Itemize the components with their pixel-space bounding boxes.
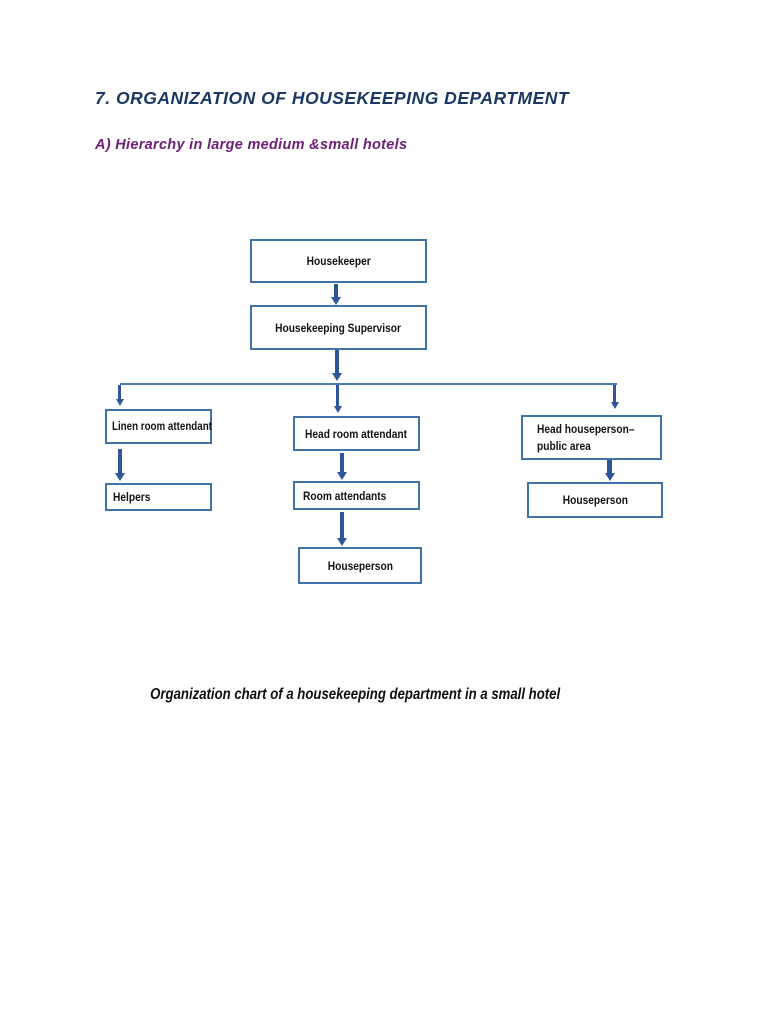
node-houseperson-center: Houseperson — [298, 547, 422, 584]
node-head-room-attendant-label: Head room attendant — [305, 426, 408, 441]
connector-branch-to-head-houseperson — [613, 385, 616, 402]
node-houseperson-right-label: Houseperson — [562, 493, 628, 507]
node-housekeeping-supervisor: Housekeeping Supervisor — [250, 305, 427, 350]
connector-supervisor-to-branch-line — [335, 350, 339, 373]
chart-caption-text: Organization chart of a housekeeping dep… — [150, 686, 560, 703]
node-head-houseperson-public-area: Head houseperson– public area — [521, 415, 662, 460]
node-room-attendants: Room attendants — [293, 481, 420, 510]
node-linen-room-attendant: Linen room attendant — [105, 409, 212, 444]
node-housekeeper: Housekeeper — [250, 239, 427, 283]
node-linen-room-attendant-label: Linen room attendant — [112, 420, 212, 433]
connector-branch-to-head-room-attendant — [336, 385, 339, 406]
node-helpers-label: Helpers — [113, 490, 151, 504]
connector-linen-to-helpers — [118, 449, 122, 473]
node-room-attendants-label: Room attendants — [303, 488, 387, 503]
section-subtitle: A) Hierarchy in large medium &small hote… — [95, 137, 408, 153]
connector-head-room-to-room-attendants — [340, 453, 344, 472]
connector-housekeeper-to-supervisor — [334, 284, 338, 297]
node-helpers: Helpers — [105, 483, 212, 511]
node-head-houseperson-label-line1: Head houseperson– — [537, 421, 635, 436]
connector-room-attendants-to-houseperson — [340, 512, 344, 538]
connector-branch-to-linen-room-attendant — [118, 385, 121, 399]
branch-line — [120, 383, 617, 385]
page-title: 7. ORGANIZATION OF HOUSEKEEPING DEPARTME… — [95, 88, 570, 108]
node-head-room-attendant: Head room attendant — [293, 416, 420, 451]
node-houseperson-right: Houseperson — [527, 482, 663, 518]
node-housekeeping-supervisor-label: Housekeeping Supervisor — [275, 320, 402, 335]
chart-caption: Organization chart of a housekeeping dep… — [95, 686, 615, 704]
node-head-houseperson-label-line2: public area — [537, 438, 591, 453]
node-housekeeper-label: Housekeeper — [306, 254, 371, 268]
node-houseperson-center-label: Houseperson — [327, 558, 393, 573]
connector-head-houseperson-to-houseperson — [607, 460, 612, 473]
